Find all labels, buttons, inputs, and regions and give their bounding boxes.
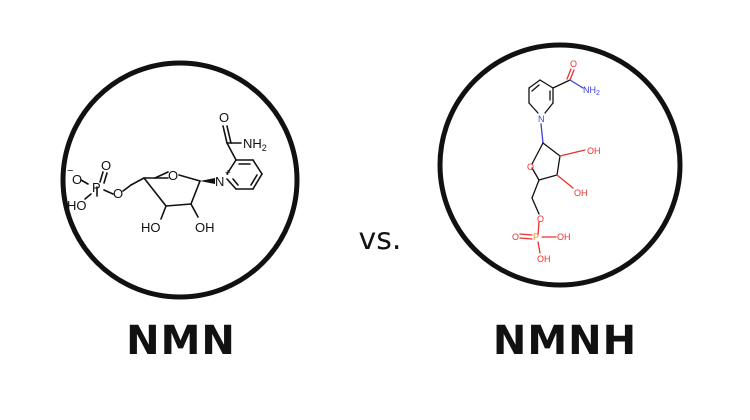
nmnh-label-n-ring: N	[538, 114, 545, 124]
nmn-label-o-top: O	[101, 158, 111, 173]
nmn-frame-circle	[60, 60, 300, 300]
versus-label: vs.	[358, 222, 402, 257]
nmn-label-oh-sugar: OH	[195, 220, 215, 235]
nmn-label-ho-sugar: HO	[141, 220, 161, 235]
nmn-label-o-amide: O	[219, 110, 229, 125]
nmn-structure	[80, 125, 263, 220]
nmnh-label-oh-p2: OH	[537, 254, 551, 264]
nmnh-label-o-phos: O	[512, 232, 519, 242]
nmnh-panel: O NH2 N O OH OH O O P OH OH	[437, 42, 683, 288]
nmnh-label-nh2: NH2	[583, 85, 600, 97]
nmn-label-nh2: NH2	[243, 136, 267, 153]
nmn-label-o-ester: O	[113, 186, 123, 201]
nmn-caption: NMN	[126, 318, 236, 364]
nmnh-atom-labels: O NH2 N O OH OH O O P OH OH	[512, 59, 601, 264]
nmn-label-minus: −	[67, 165, 73, 177]
nmn-panel: O − P O HO O O N + O NH2 HO OH	[60, 60, 300, 300]
nmnh-frame-circle	[437, 42, 683, 288]
nmn-label-o-minus: O	[72, 172, 82, 187]
nmnh-label-nh: NH	[583, 85, 596, 95]
nmnh-label-o-link: O	[537, 214, 544, 224]
nmnh-structure	[519, 68, 586, 254]
nmn-label-p: P	[92, 180, 101, 195]
nmnh-label-o-ring: O	[527, 162, 534, 172]
nmnh-label-oh1: OH	[587, 146, 601, 156]
nmnh-label-oh-p1: OH	[557, 232, 571, 242]
nmnh-label-o-amide: O	[570, 59, 577, 69]
nmnh-label-p: P	[533, 232, 539, 242]
nmn-atom-labels: O − P O HO O O N + O NH2 HO OH	[67, 110, 267, 235]
nmn-label-n-plus: N	[215, 174, 224, 189]
nmnh-label-oh2: OH	[574, 188, 588, 198]
nmn-label-o-ring: O	[168, 168, 178, 183]
nmn-label-nh: NH	[243, 136, 262, 151]
nmn-label-ho-phos: HO	[67, 198, 87, 213]
nmnh-label-nh2-sub: 2	[596, 90, 600, 97]
nmnh-caption: NMNH	[492, 318, 638, 364]
nmn-label-plus: +	[225, 168, 231, 179]
nmn-label-nh2-sub: 2	[262, 143, 267, 153]
